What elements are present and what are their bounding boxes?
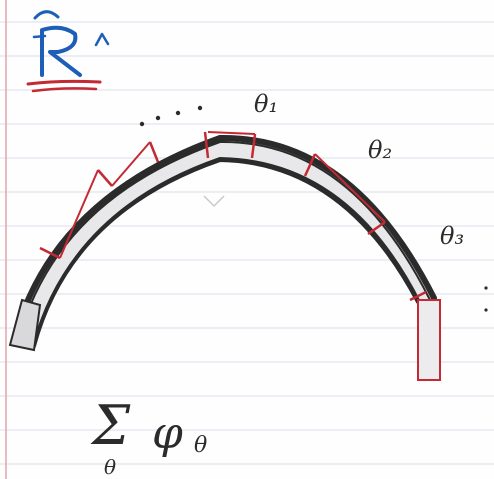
bar-mark <box>32 34 47 39</box>
arch <box>8 131 441 381</box>
caret-mark <box>94 32 110 47</box>
phi-symbol: φ <box>152 408 183 459</box>
sum-symbol: Σ <box>90 394 131 457</box>
arch-outer-stroke <box>11 134 437 343</box>
segment-outline-red <box>59 131 386 259</box>
heading-underline-2 <box>31 87 98 93</box>
arch-right-foot <box>417 299 441 381</box>
segment-joints <box>39 131 427 302</box>
hat-mark <box>33 10 60 20</box>
theta-1-label: θ₁ <box>254 90 278 118</box>
theta-3-label: θ₃ <box>440 222 464 250</box>
sum-index: θ <box>104 455 116 479</box>
arch-left-foot <box>8 298 42 352</box>
arch-band <box>16 140 440 376</box>
dot-trail <box>139 105 488 312</box>
faint-chevron <box>203 195 225 208</box>
phi-subscript: θ <box>194 433 207 458</box>
theta-2-label: θ₂ <box>368 136 392 164</box>
r-letter <box>40 25 82 77</box>
arch-inner-stroke <box>32 157 420 348</box>
formula: Σ θ φ θ <box>90 394 207 479</box>
heading-underline <box>26 79 102 86</box>
heading-r-hat <box>26 10 110 93</box>
